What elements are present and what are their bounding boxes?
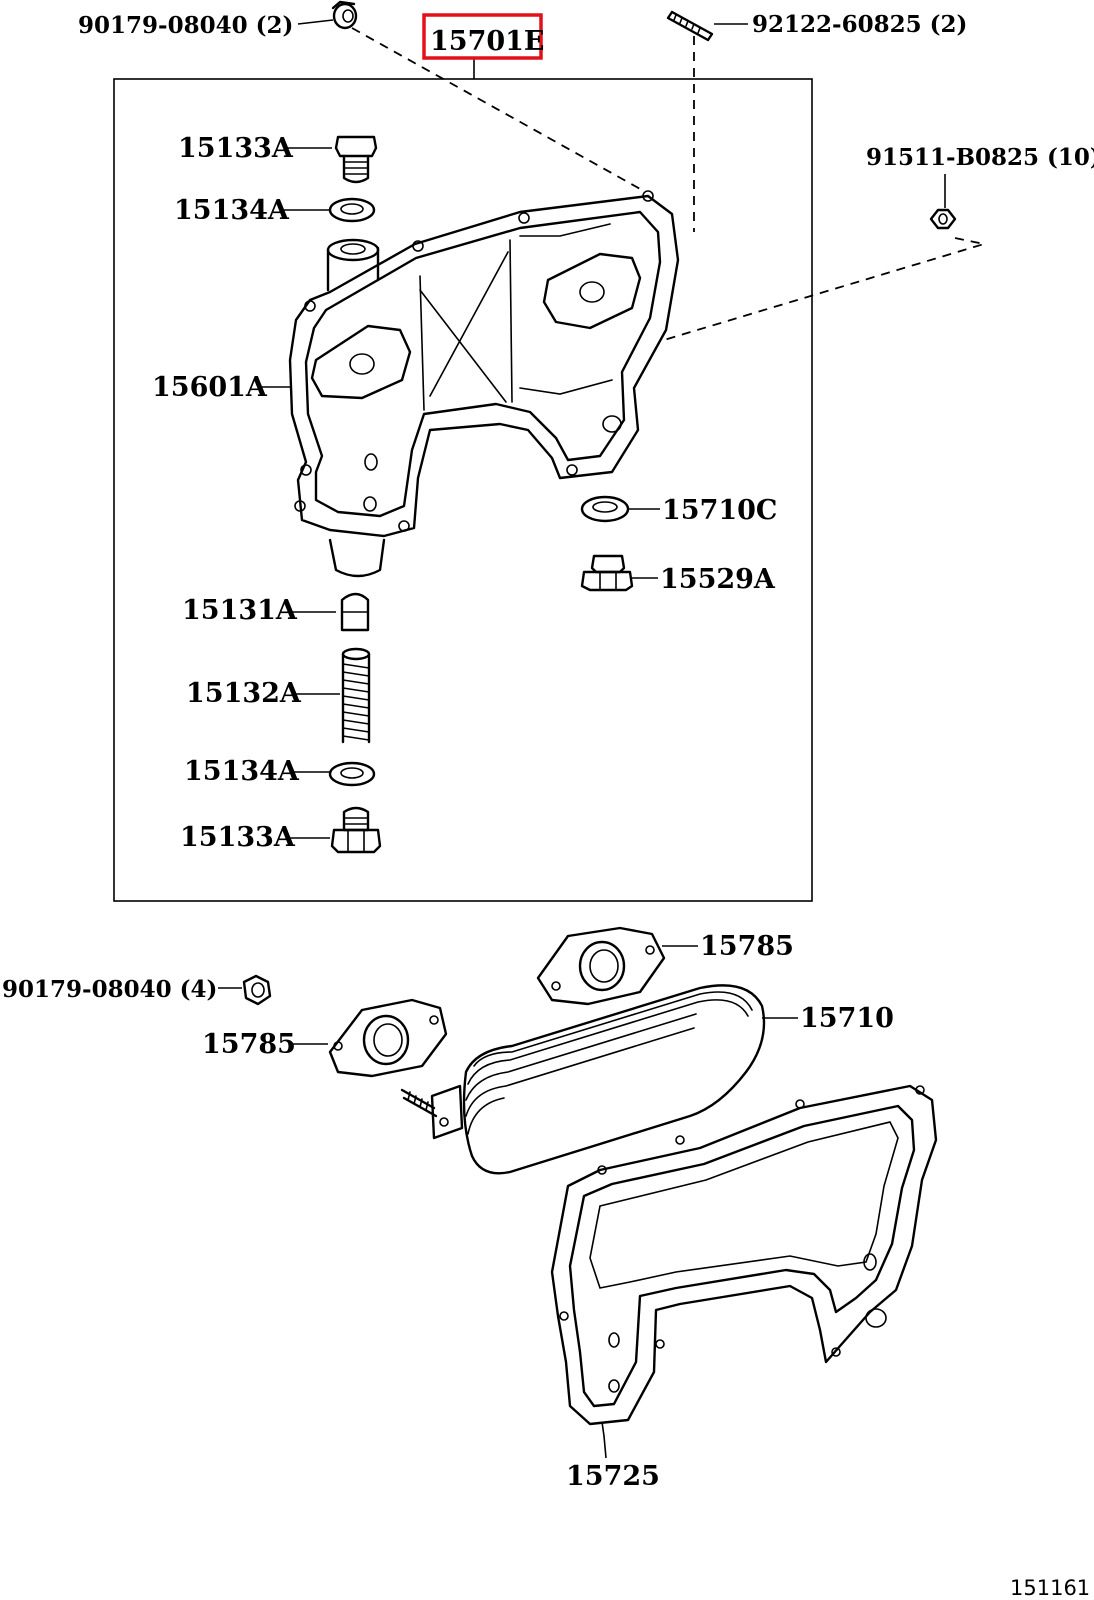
label-valve: 15131A [182,595,298,626]
leader-bolt-top [297,19,334,25]
label-cooler-element: 15710 [800,1003,894,1034]
leader-cover-gasket [601,1421,607,1459]
label-flange-gasket-right: 15785 [700,931,794,962]
gasket-upper-icon [328,197,376,223]
cooler-element-icon [400,984,766,1175]
label-bolt-left: 90179-08040 (4) [2,976,217,1003]
spring-icon [341,647,371,744]
label-plug-upper: 15133A [178,133,294,164]
plug-upper-icon [334,135,378,184]
label-spring: 15132A [186,678,302,709]
label-gasket-upper: 15134A [174,195,290,226]
stud-top-icon [666,10,714,42]
label-cooler-cover: 15601A [152,372,268,403]
valve-icon [340,592,370,632]
nut-right-icon [929,208,957,230]
label-cover-gasket: 15725 [566,1461,660,1492]
cooler-cover-icon [288,190,680,578]
cover-gasket-icon [550,1084,938,1426]
label-gasket-lower: 15134A [184,756,300,787]
bolt-top-icon [331,0,358,30]
plug-lower-icon [330,806,382,854]
labels: 90179-08040 (2) 15701E 92122-60825 (2) 9… [2,11,1094,1600]
label-plug-lower: 15133A [180,822,296,853]
gasket-lower-icon [328,761,376,787]
label-gasket-15710c: 15710C [662,495,777,526]
label-stud-top: 92122-60825 (2) [752,11,967,38]
dashed-lines [351,27,985,341]
bolt-left-icon [242,974,272,1006]
label-bolt-top: 90179-08040 (2) [78,12,293,39]
flange-gasket-right-icon [536,926,666,1006]
label-plug-15529a: 15529A [660,564,776,595]
assembly-frame [113,78,813,902]
plug-15529a-icon [580,554,634,592]
label-assembly: 15701E [430,26,545,57]
highlight-box [422,13,543,60]
label-nut-right: 91511-B0825 (10) [866,144,1094,171]
label-flange-gasket-left: 15785 [202,1029,296,1060]
gasket-15710c-icon [580,495,630,523]
flange-gasket-left-icon [328,998,448,1078]
diagram-id: 151161 [1010,1576,1090,1600]
